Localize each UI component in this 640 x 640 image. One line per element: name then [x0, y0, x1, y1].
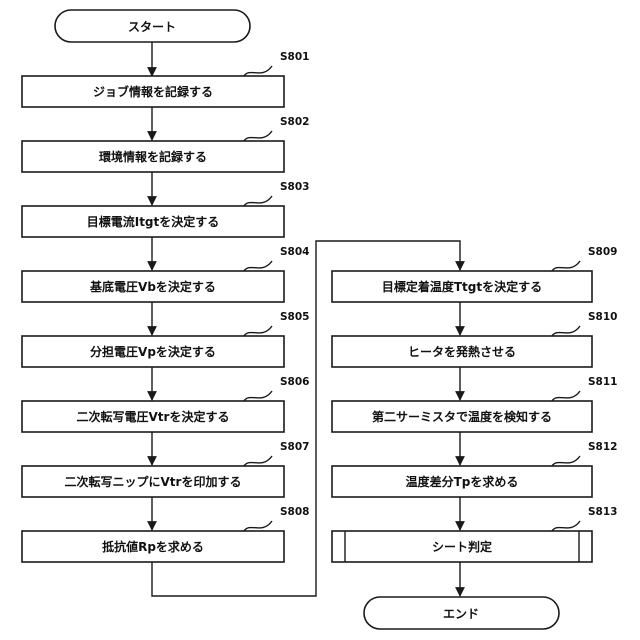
step-id: S810 [588, 311, 617, 323]
step-s801: ジョブ情報を記録する S801 [22, 51, 309, 107]
step-label: 分担電圧Vpを決定する [90, 344, 216, 359]
step-s806: 二次転写電圧Vtrを決定する S806 [22, 376, 309, 432]
step-id: S804 [280, 246, 309, 258]
step-label: 温度差分Tpを求める [406, 474, 519, 489]
end-terminator: エンド [364, 597, 559, 629]
step-s810: ヒータを発熱させる S810 [332, 311, 617, 367]
step-label: 二次転写ニップにVtrを印加する [65, 474, 242, 489]
step-s809: 目標定着温度Ttgtを決定する S809 [332, 246, 617, 302]
step-label: ヒータを発熱させる [408, 344, 516, 359]
step-s803: 目標電流Itgtを決定する S803 [22, 181, 309, 237]
step-id: S808 [280, 506, 309, 518]
start-terminator: スタート [55, 10, 250, 42]
step-id: S806 [280, 376, 309, 388]
step-id: S811 [588, 376, 617, 388]
step-s808: 抵抗値Rpを求める S808 [22, 506, 309, 562]
step-id: S813 [588, 506, 617, 518]
end-label: エンド [443, 607, 479, 621]
step-id: S803 [280, 181, 309, 193]
step-label: 環境情報を記録する [99, 149, 207, 164]
start-label: スタート [128, 20, 176, 34]
step-id: S809 [588, 246, 617, 258]
step-s802: 環境情報を記録する S802 [22, 116, 309, 172]
step-s805: 分担電圧Vpを決定する S805 [22, 311, 309, 367]
step-label: シート判定 [432, 539, 492, 554]
step-s812: 温度差分Tpを求める S812 [332, 441, 617, 497]
step-id: S801 [280, 51, 309, 63]
step-label: 基底電圧Vbを決定する [89, 279, 216, 294]
step-label: 第二サーミスタで温度を検知する [372, 409, 552, 424]
step-id: S802 [280, 116, 309, 128]
step-s813-predefined-process: シート判定 S813 [332, 506, 617, 562]
step-label: 二次転写電圧Vtrを決定する [77, 409, 230, 424]
step-id: S805 [280, 311, 309, 323]
step-label: ジョブ情報を記録する [93, 84, 213, 99]
step-s807: 二次転写ニップにVtrを印加する S807 [22, 441, 309, 497]
step-id: S812 [588, 441, 617, 453]
step-id: S807 [280, 441, 309, 453]
step-s811: 第二サーミスタで温度を検知する S811 [332, 376, 617, 432]
step-label: 目標電流Itgtを決定する [87, 214, 220, 229]
step-label: 抵抗値Rpを求める [102, 539, 204, 554]
step-s804: 基底電圧Vbを決定する S804 [22, 246, 309, 302]
step-label: 目標定着温度Ttgtを決定する [382, 279, 542, 294]
